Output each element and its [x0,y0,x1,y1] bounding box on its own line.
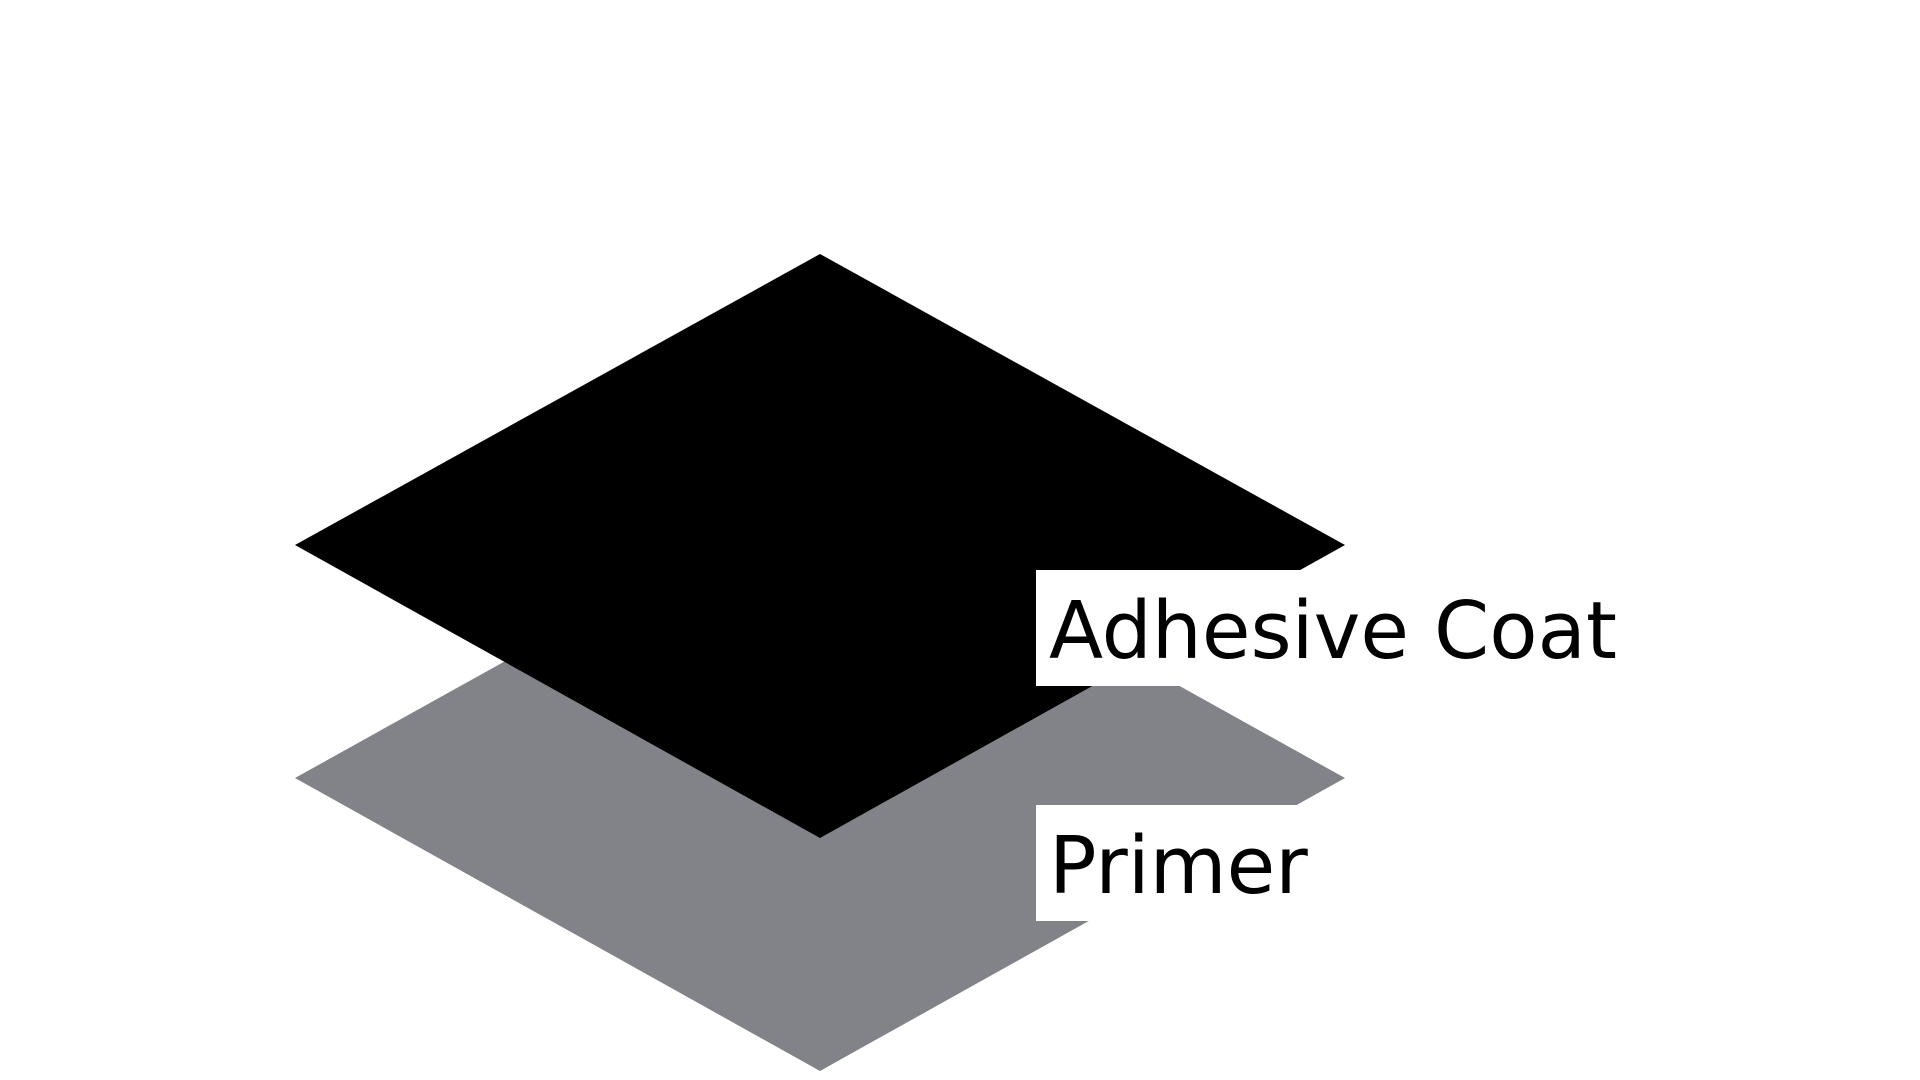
primer-label-box [1036,805,1324,921]
adhesive-coat-label-box [1036,570,1606,686]
adhesive-coat-layer: Adhesive Coat [295,254,1617,838]
adhesive-coat-plate [295,254,1345,838]
adhesive-coat-label: Adhesive Coat [1049,585,1617,677]
primer-label: Primer [1049,820,1308,912]
